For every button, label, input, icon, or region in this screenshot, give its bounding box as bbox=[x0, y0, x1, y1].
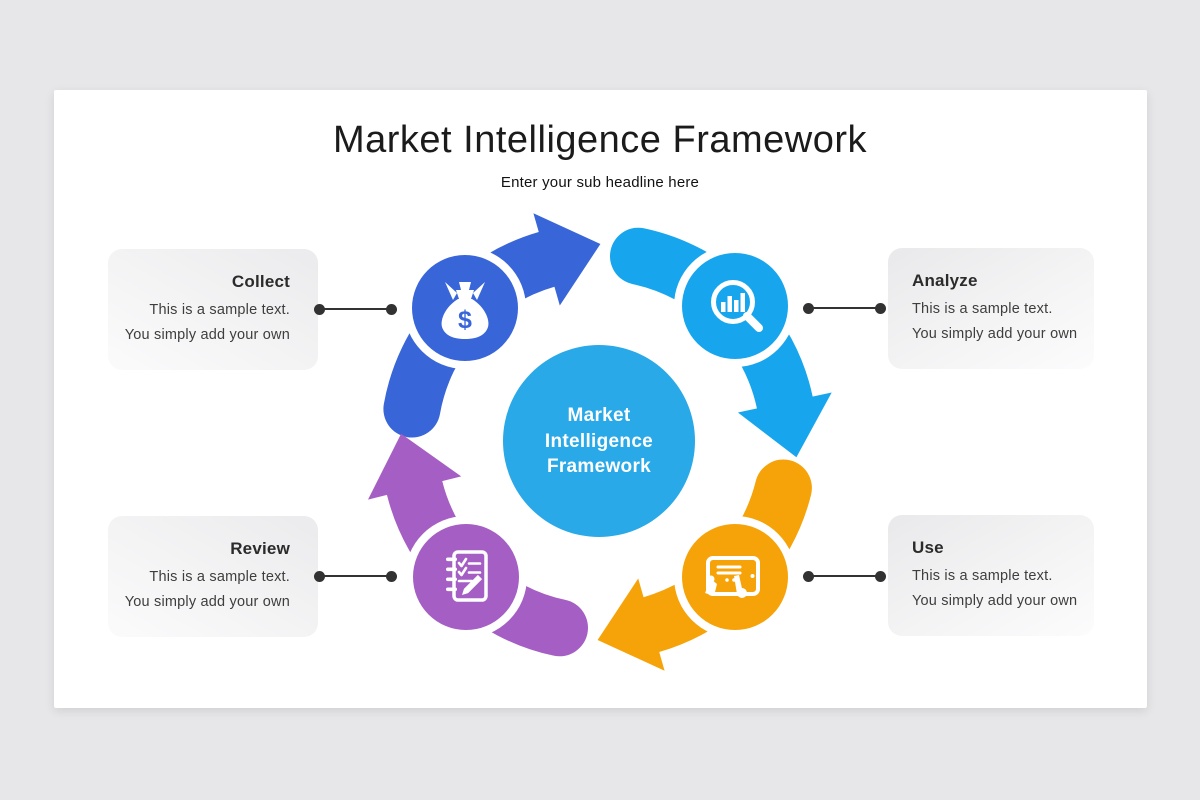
node-review[interactable] bbox=[405, 516, 527, 638]
page-title[interactable]: Market Intelligence Framework bbox=[332, 119, 867, 161]
center-label-line: Intelligence bbox=[544, 430, 654, 452]
connector-dot bbox=[875, 302, 886, 314]
connector-dot bbox=[875, 570, 886, 582]
step-text-line: This is a sample text. bbox=[149, 301, 290, 318]
step-title: Review bbox=[230, 538, 290, 558]
step-text-line: You simply add your own bbox=[912, 592, 1078, 609]
connector-dot bbox=[803, 570, 814, 582]
page-subtitle[interactable]: Enter your sub headline here bbox=[500, 174, 700, 191]
connector-dot bbox=[314, 570, 325, 582]
connector-line bbox=[314, 570, 397, 582]
tablet-hands-icon bbox=[705, 556, 760, 598]
money-bag-icon: $ bbox=[441, 282, 489, 339]
step-title: Use bbox=[912, 537, 944, 557]
step-card-collect[interactable]: Collect This is a sample text. You simpl… bbox=[108, 249, 318, 370]
arrow-head bbox=[737, 392, 832, 458]
connector-dot bbox=[386, 570, 397, 582]
step-text-line: This is a sample text. bbox=[912, 300, 1053, 317]
connector-dot bbox=[314, 303, 325, 315]
center-label-line: Framework bbox=[546, 456, 652, 477]
arrow-head bbox=[597, 578, 665, 671]
center-label-line: Market bbox=[567, 405, 631, 426]
arrow-head bbox=[533, 213, 601, 306]
step-text-line: You simply add your own bbox=[912, 325, 1078, 342]
node-analyze[interactable] bbox=[674, 245, 796, 367]
connector-line bbox=[314, 303, 397, 315]
node-collect[interactable]: $ bbox=[404, 247, 526, 369]
step-text-line: You simply add your own bbox=[124, 593, 290, 610]
step-title: Collect bbox=[231, 271, 290, 291]
step-card-review[interactable]: Review This is a sample text. You simply… bbox=[108, 516, 318, 637]
center-label: Market Intelligence Framework bbox=[489, 403, 709, 480]
svg-text:$: $ bbox=[458, 306, 472, 334]
step-card-analyze[interactable]: Analyze This is a sample text. You simpl… bbox=[888, 248, 1094, 369]
step-text-line: This is a sample text. bbox=[149, 568, 290, 585]
step-text-line: You simply add your own bbox=[124, 326, 290, 343]
magnifier-bar-chart-icon bbox=[711, 280, 763, 332]
step-text-line: This is a sample text. bbox=[912, 567, 1053, 584]
connector-line bbox=[803, 302, 886, 314]
arrow-head bbox=[368, 433, 462, 500]
node-circle bbox=[413, 524, 519, 630]
notebook-pencil-icon bbox=[446, 550, 488, 602]
step-card-use[interactable]: Use This is a sample text. You simply ad… bbox=[888, 515, 1094, 636]
connector-line bbox=[803, 570, 886, 582]
connector-dot bbox=[386, 303, 397, 315]
node-use[interactable] bbox=[674, 516, 796, 638]
step-title: Analyze bbox=[912, 270, 978, 290]
connector-dot bbox=[803, 302, 814, 314]
center-circle[interactable] bbox=[503, 345, 695, 537]
